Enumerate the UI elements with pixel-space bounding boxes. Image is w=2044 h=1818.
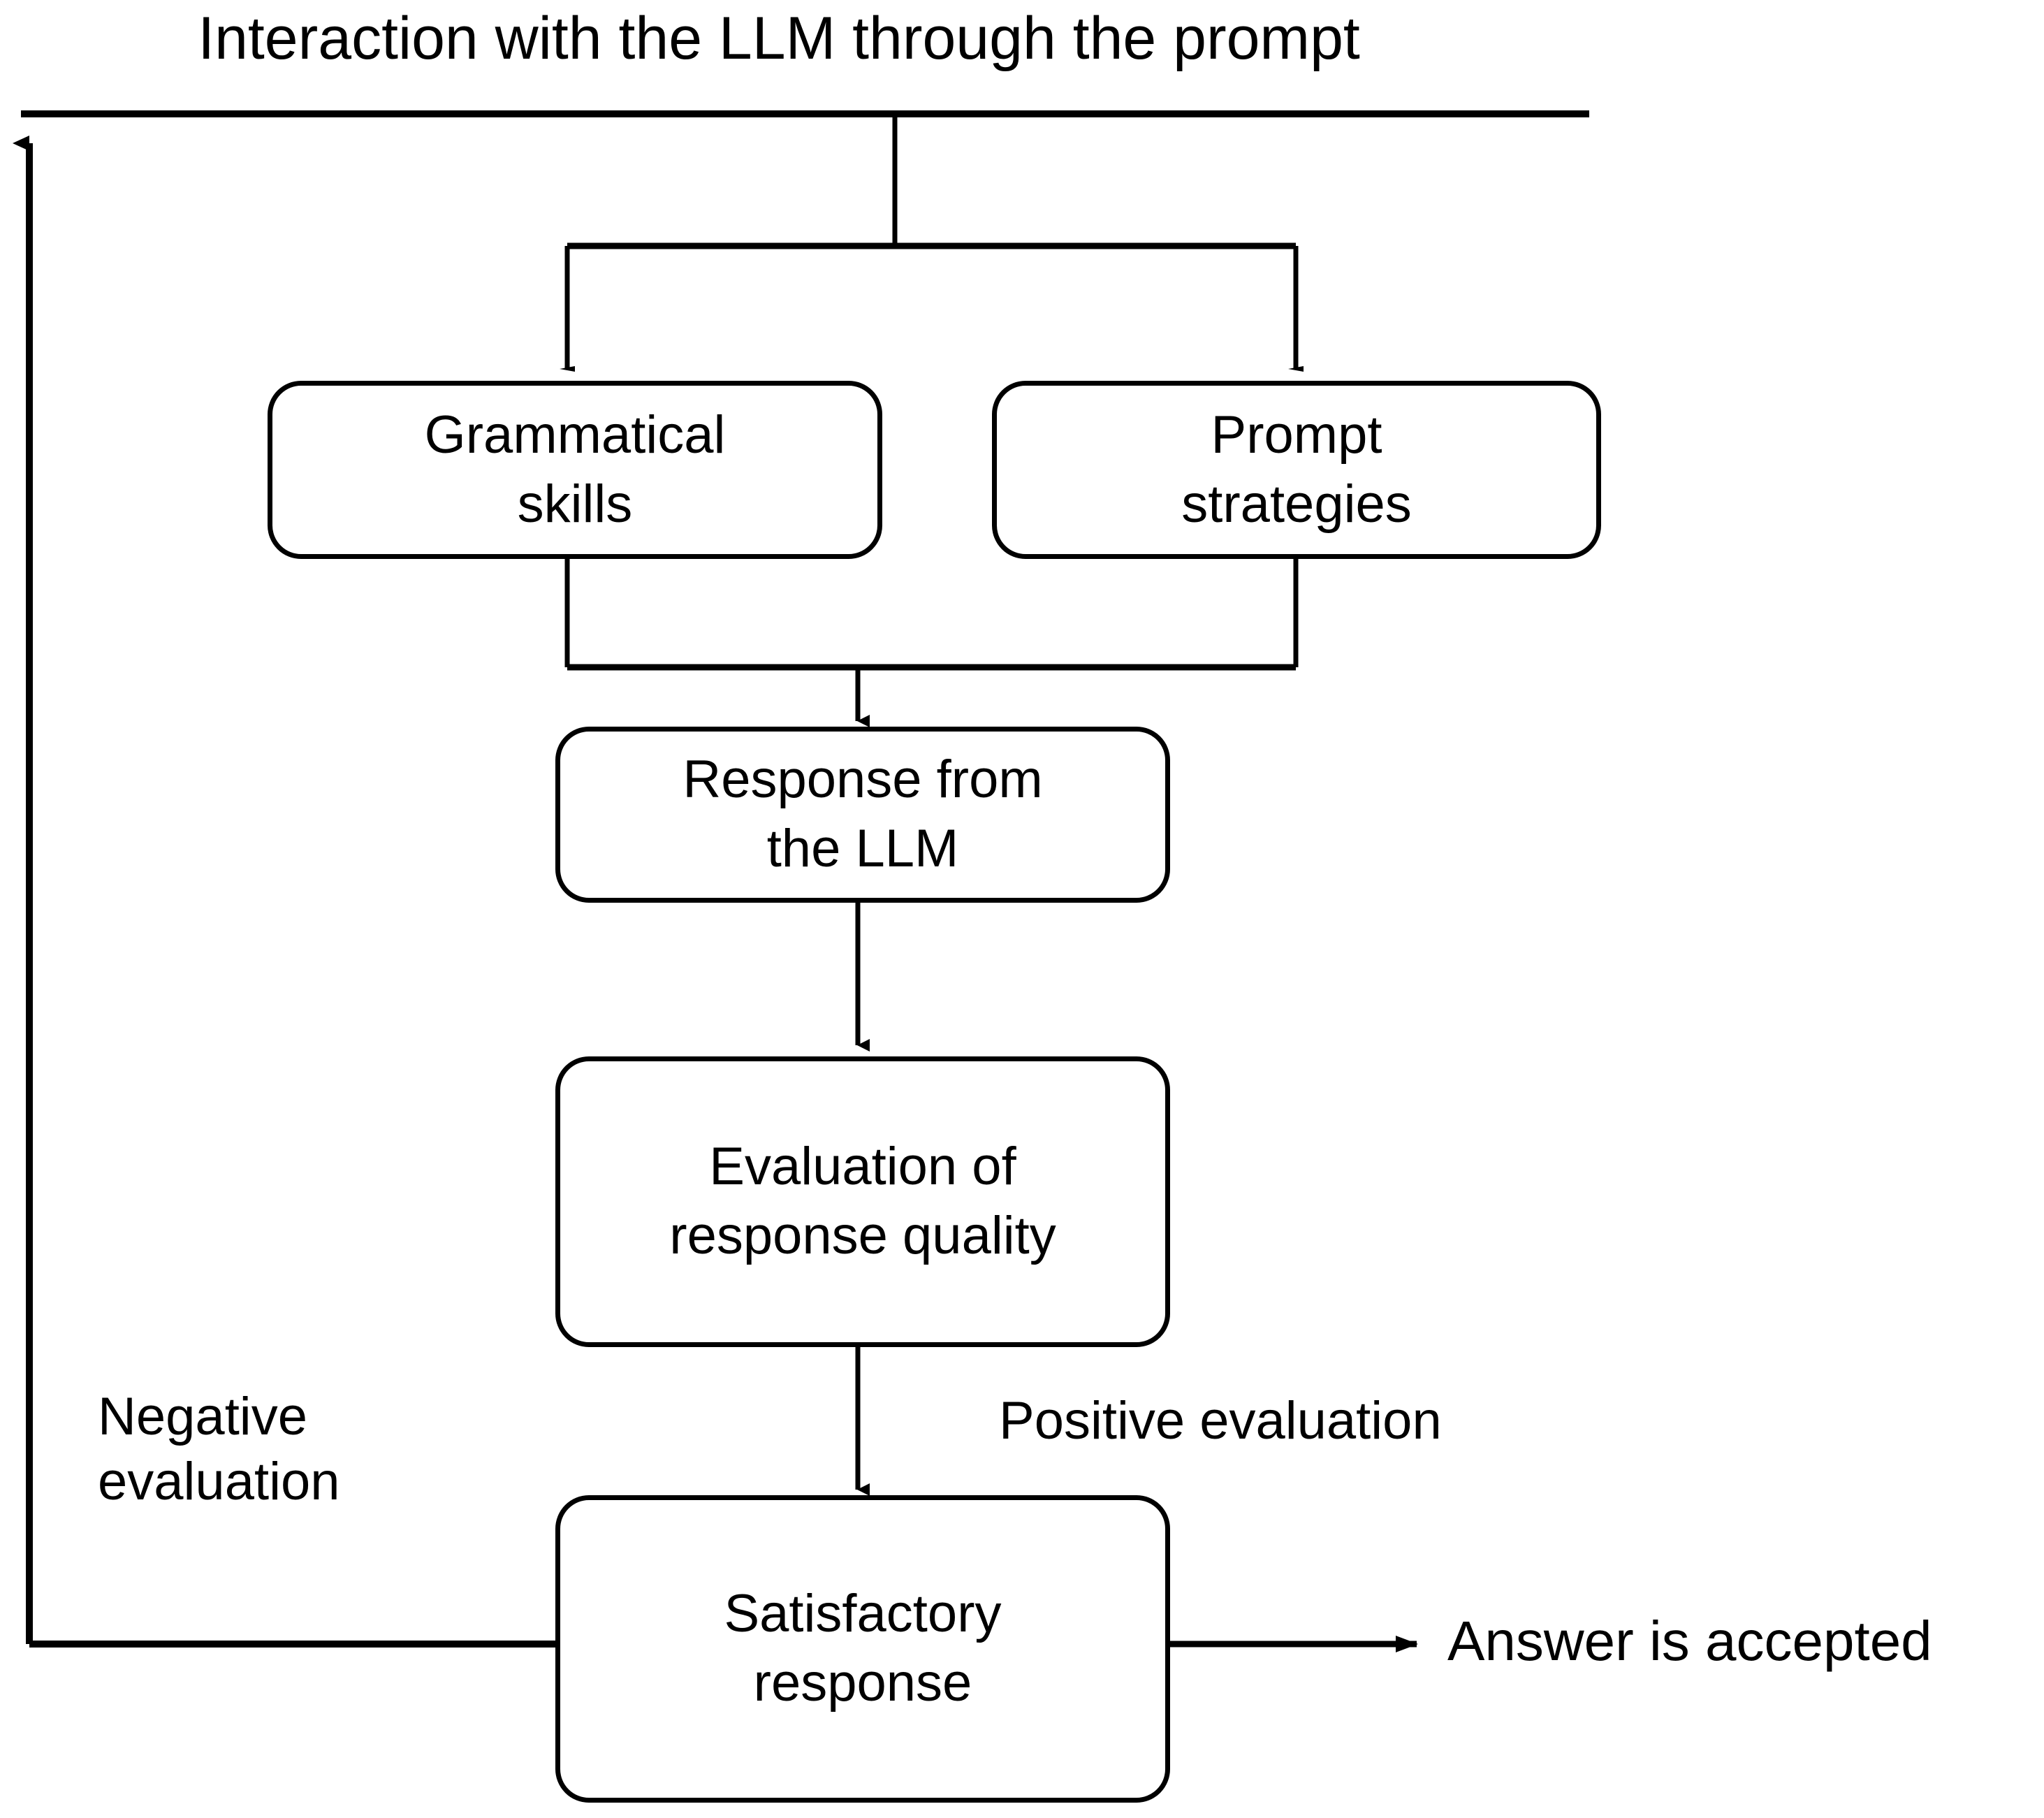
edge-label-positive-evaluation: Positive evaluation: [999, 1391, 1442, 1450]
edge-label-answer-is-accepted: Answer is accepted: [1447, 1610, 1932, 1672]
edge-label-negative-evaluation: Negative evaluation: [98, 1387, 340, 1511]
node-prompt-strategies[interactable]: Prompt strategies: [992, 381, 1601, 559]
diagram-title: Interaction with the LLM through the pro…: [198, 5, 1360, 72]
node-response-from-llm[interactable]: Response from the LLM: [555, 727, 1170, 903]
node-satisfactory-response[interactable]: Satisfactory response: [555, 1495, 1170, 1803]
node-evaluation-of-response-quality[interactable]: Evaluation of response quality: [555, 1056, 1170, 1347]
node-grammatical-skills[interactable]: Grammatical skills: [268, 381, 882, 559]
